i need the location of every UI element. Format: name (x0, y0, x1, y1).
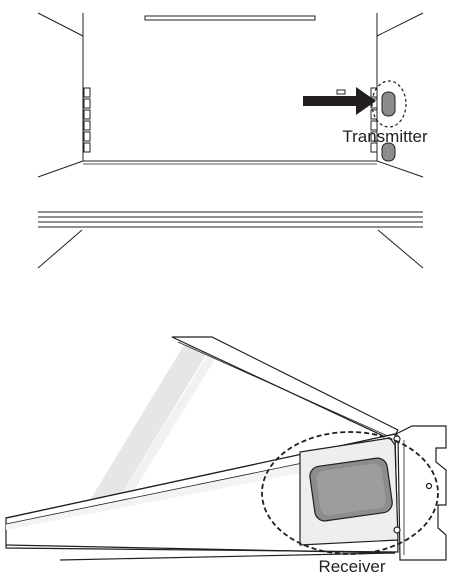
ceiling-rail (144, 15, 316, 21)
glass-reflection (90, 345, 212, 500)
room-view (37, 12, 424, 178)
corner-line-top-right (376, 12, 424, 37)
right-shelf-pins (370, 87, 378, 153)
shelf-panel-shade (6, 444, 395, 530)
corner-line-bottom-right (376, 160, 424, 178)
upper-rail (171, 336, 399, 441)
bracket-screw-bottom (393, 526, 401, 534)
transmitter-unit (381, 91, 396, 117)
marker-tab (336, 89, 346, 95)
arrow-icon (303, 87, 376, 115)
corner-line-top-left (37, 12, 84, 37)
left-shelf-pins (83, 87, 91, 153)
corner-line-bottom-left (37, 160, 84, 178)
receiver-label: Receiver (318, 557, 385, 576)
mounting-bracket (394, 425, 447, 561)
transmitter-label: Transmitter (342, 127, 428, 146)
shelf-edge-view (37, 211, 424, 269)
bracket-screw-mid (425, 482, 433, 490)
receiver-closeup (5, 336, 447, 561)
glass-reflection-thin (118, 348, 222, 500)
receiver-lens-inner (316, 463, 386, 516)
receiver-callout-circle (261, 431, 439, 555)
transmitter-callout-circle (371, 80, 407, 128)
transmitter-unit-lower (381, 142, 396, 162)
